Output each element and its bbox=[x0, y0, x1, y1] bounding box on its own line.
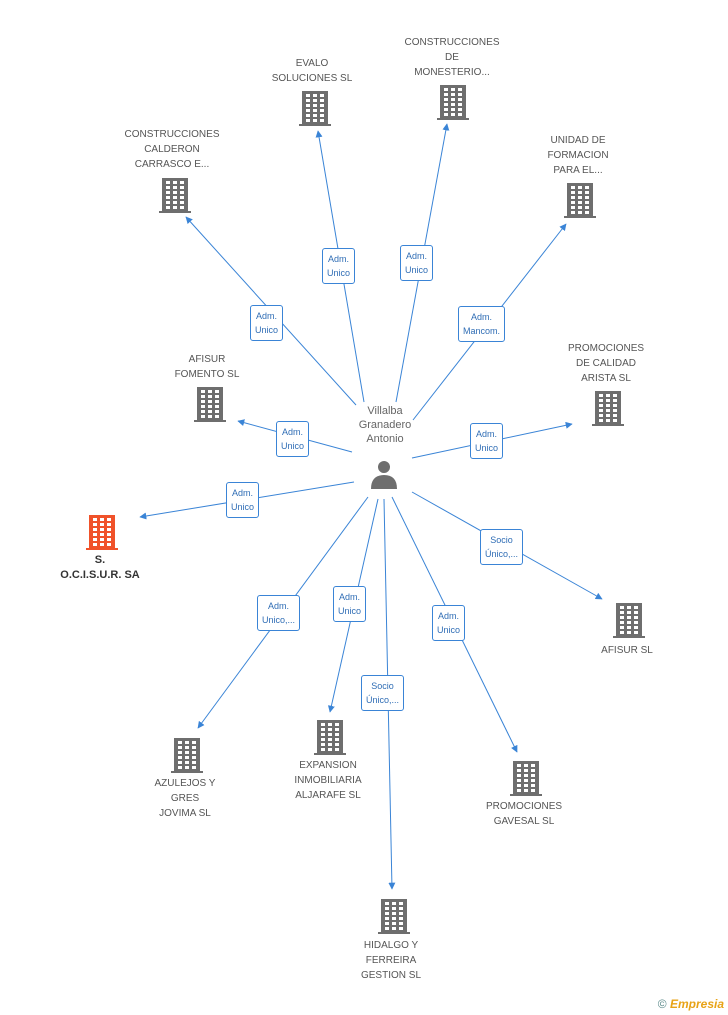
copyright-icon: © bbox=[657, 997, 667, 1011]
role-label-unidad[interactable]: Adm. Mancom. bbox=[458, 306, 506, 342]
brand-logo: Empresia bbox=[669, 997, 724, 1011]
role-label-calderon[interactable]: Adm. Unico bbox=[250, 305, 284, 341]
building-icon[interactable] bbox=[299, 91, 331, 126]
role-label-evalo[interactable]: Adm. Unico bbox=[322, 248, 356, 284]
role-label-afisur[interactable]: Socio Único,... bbox=[480, 529, 524, 565]
role-label-expansion[interactable]: Adm. Unico bbox=[333, 586, 367, 622]
role-label-promociones_calidad[interactable]: Adm. Unico bbox=[470, 423, 504, 459]
company-label-unidad[interactable]: UNIDAD DE FORMACION PARA EL... bbox=[547, 135, 609, 176]
building-icon[interactable] bbox=[194, 387, 226, 422]
company-label-afisur[interactable]: AFISUR SL bbox=[601, 645, 653, 656]
company-label-evalo[interactable]: EVALO SOLUCIONES SL bbox=[271, 58, 353, 84]
role-label-gavesal[interactable]: Adm. Unico bbox=[432, 605, 466, 641]
role-label-afisur_fomento[interactable]: Adm. Unico bbox=[276, 421, 310, 457]
building-icon[interactable] bbox=[592, 391, 624, 426]
building-icon[interactable] bbox=[314, 720, 346, 755]
building-icon[interactable] bbox=[613, 603, 645, 638]
role-label-azulejos[interactable]: Adm. Unico,... bbox=[257, 595, 301, 631]
building-icon[interactable] bbox=[171, 738, 203, 773]
company-label-gavesal[interactable]: PROMOCIONES GAVESAL SL bbox=[485, 801, 563, 827]
footer-brand[interactable]: © Empresia bbox=[658, 997, 724, 1011]
building-icon[interactable] bbox=[86, 515, 118, 550]
role-label-socisur[interactable]: Adm. Unico bbox=[226, 482, 260, 518]
building-icon[interactable] bbox=[564, 183, 596, 218]
company-label-monesterio[interactable]: CONSTRUCCIONES DE MONESTERIO... bbox=[404, 37, 500, 78]
company-label-afisur_fomento[interactable]: AFISUR FOMENTO SL bbox=[174, 354, 240, 380]
role-label-hidalgo[interactable]: Socio Único,... bbox=[361, 675, 405, 711]
role-label-monesterio[interactable]: Adm. Unico bbox=[400, 245, 434, 281]
building-icon[interactable] bbox=[378, 899, 410, 934]
company-label-expansion[interactable]: EXPANSION INMOBILIARIA ALJARAFE SL bbox=[294, 760, 362, 801]
company-label-calderon[interactable]: CONSTRUCCIONES CALDERON CARRASCO E... bbox=[124, 129, 220, 170]
company-label-promociones_calidad[interactable]: PROMOCIONES DE CALIDAD ARISTA SL bbox=[567, 343, 645, 384]
person-name-label[interactable]: Villalba Granadero Antonio bbox=[358, 405, 412, 445]
company-label-hidalgo[interactable]: HIDALGO Y FERREIRA GESTION SL bbox=[360, 940, 421, 981]
person-icon[interactable] bbox=[371, 461, 397, 489]
building-icon[interactable] bbox=[159, 178, 191, 213]
company-label-azulejos[interactable]: AZULEJOS Y GRES JOVIMA SL bbox=[154, 778, 216, 819]
building-icon[interactable] bbox=[437, 85, 469, 120]
company-label-socisur[interactable]: S. O.C.I.S.U.R. SA bbox=[60, 554, 140, 581]
building-icon[interactable] bbox=[510, 761, 542, 796]
